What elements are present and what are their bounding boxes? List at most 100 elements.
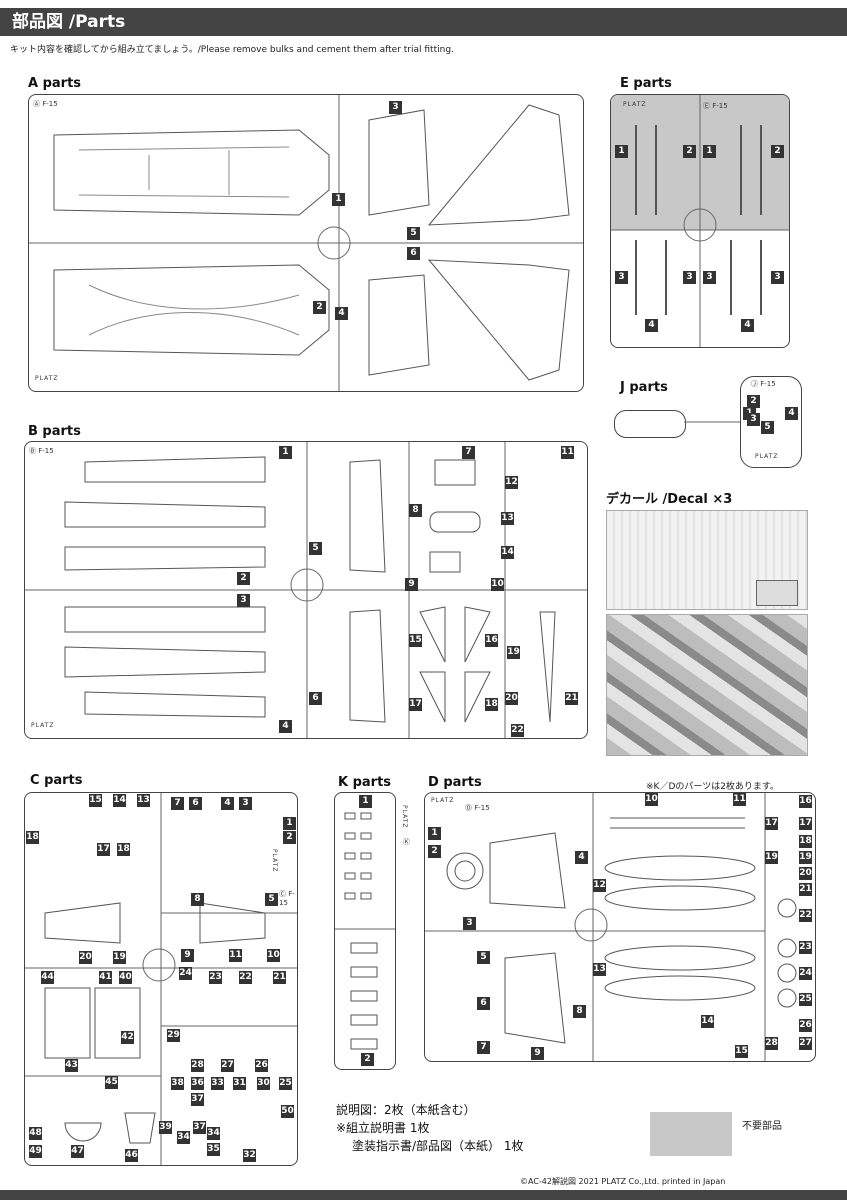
part-number: 1 — [359, 795, 372, 808]
part-number: 11 — [561, 446, 574, 459]
part-number: 22 — [799, 909, 812, 922]
part-number: 8 — [409, 504, 422, 517]
brand-label: PLATZ — [755, 453, 779, 460]
part-number: 10 — [267, 949, 280, 962]
part-number: 4 — [575, 851, 588, 864]
part-number: 19 — [507, 646, 520, 659]
unused-parts-label: 不要部品 — [742, 1121, 782, 1132]
part-number: 21 — [273, 971, 286, 984]
part-number: 2 — [313, 301, 326, 314]
part-number: 13 — [593, 963, 606, 976]
part-number: 5 — [477, 951, 490, 964]
part-number: 4 — [645, 319, 658, 332]
section-title-decal: デカール /Decal ×3 — [606, 492, 733, 507]
part-number: 28 — [191, 1059, 204, 1072]
part-number: 50 — [281, 1105, 294, 1118]
section-title-e: E parts — [620, 76, 672, 91]
part-number: 14 — [501, 546, 514, 559]
part-number: 40 — [119, 971, 132, 984]
part-number: 10 — [491, 578, 504, 591]
part-number: 18 — [799, 835, 812, 848]
page-subtitle: キット内容を確認してから組み立てましょう。/Please remove bulk… — [10, 45, 454, 55]
part-number: 21 — [565, 692, 578, 705]
part-number: 15 — [409, 634, 422, 647]
part-number: 4 — [741, 319, 754, 332]
part-number: 48 — [29, 1127, 42, 1140]
decal-sheet-camouflage — [606, 614, 808, 756]
part-number: 2 — [428, 845, 441, 858]
section-title-a: A parts — [28, 76, 82, 91]
part-number: 15 — [89, 794, 102, 807]
part-number: 45 — [105, 1076, 118, 1089]
runner-badge: Ⓙ F-15 — [751, 380, 776, 388]
part-number: 16 — [799, 795, 812, 808]
part-number: 28 — [765, 1037, 778, 1050]
part-number: 38 — [171, 1077, 184, 1090]
part-number: 3 — [683, 271, 696, 284]
part-number: 3 — [389, 101, 402, 114]
part-number: 1 — [703, 145, 716, 158]
runner-badge: Ⓓ F-15 — [465, 804, 490, 812]
part-number: 9 — [531, 1047, 544, 1060]
part-number: 3 — [747, 413, 760, 426]
part-number: 11 — [733, 793, 746, 806]
brand-label: PLATZ — [623, 101, 647, 108]
canopy-part — [614, 410, 686, 438]
runner-a: Ⓐ F-15 PLATZ 3 1 5 6 2 4 — [28, 94, 584, 392]
instruction-line-2: ※組立説明書 1枚 — [336, 1121, 430, 1135]
part-number: 32 — [243, 1149, 256, 1162]
part-number: 42 — [121, 1031, 134, 1044]
part-number: 24 — [179, 967, 192, 980]
sprue-connector — [684, 421, 742, 423]
part-number: 6 — [477, 997, 490, 1010]
part-number: 7 — [477, 1041, 490, 1054]
part-number: 5 — [309, 542, 322, 555]
header-bar — [0, 8, 847, 36]
part-number: 3 — [703, 271, 716, 284]
part-number: 36 — [191, 1077, 204, 1090]
part-number: 20 — [505, 692, 518, 705]
part-number: 4 — [335, 307, 348, 320]
part-number: 34 — [207, 1127, 220, 1140]
part-number: 22 — [239, 971, 252, 984]
part-number: 25 — [799, 993, 812, 1006]
runner-badge: Ⓚ — [403, 838, 410, 846]
part-number: 41 — [99, 971, 112, 984]
section-title-d: D parts — [428, 775, 482, 790]
part-number: 1 — [428, 827, 441, 840]
part-number: 2 — [361, 1053, 374, 1066]
brand-label: PLATZ — [431, 797, 455, 804]
part-number: 5 — [265, 893, 278, 906]
part-number: 18 — [117, 843, 130, 856]
instruction-line-1: 説明図：2枚（本紙含む） — [336, 1103, 476, 1117]
part-number: 15 — [735, 1045, 748, 1058]
part-number: 9 — [181, 949, 194, 962]
part-number: 16 — [485, 634, 498, 647]
decal-sheet-insert — [756, 580, 798, 606]
runner-d-drawing — [425, 793, 797, 1061]
runner-j: Ⓙ F-15 1 2 3 4 5 PLATZ — [740, 376, 802, 468]
part-number: 18 — [26, 831, 39, 844]
page-title: 部品図 /Parts — [12, 12, 126, 32]
part-number: 24 — [799, 967, 812, 980]
part-number: 20 — [799, 867, 812, 880]
part-number: 4 — [221, 797, 234, 810]
brand-label: PLATZ — [271, 849, 278, 873]
part-number: 25 — [279, 1077, 292, 1090]
runner-badge: Ⓐ F-15 — [33, 100, 58, 108]
brand-label: PLATZ — [401, 805, 408, 829]
part-number: 1 — [332, 193, 345, 206]
part-number: 7 — [462, 446, 475, 459]
section-title-b: B parts — [28, 424, 81, 439]
runner-d: PLATZ Ⓓ F-15 1 2 4 3 5 6 7 8 9 10 11 12 … — [424, 792, 816, 1062]
part-number: 43 — [65, 1059, 78, 1072]
copyright: ©AC-42解説図 2021 PLATZ Co.,Ltd. printed in… — [520, 1177, 726, 1186]
runner-k-drawing — [335, 812, 395, 1050]
part-number: 8 — [191, 893, 204, 906]
part-number: 17 — [799, 817, 812, 830]
part-number: 14 — [701, 1015, 714, 1028]
part-number: 2 — [683, 145, 696, 158]
brand-label: PLATZ — [35, 375, 59, 382]
part-number: 6 — [309, 692, 322, 705]
part-number: 22 — [511, 724, 524, 737]
